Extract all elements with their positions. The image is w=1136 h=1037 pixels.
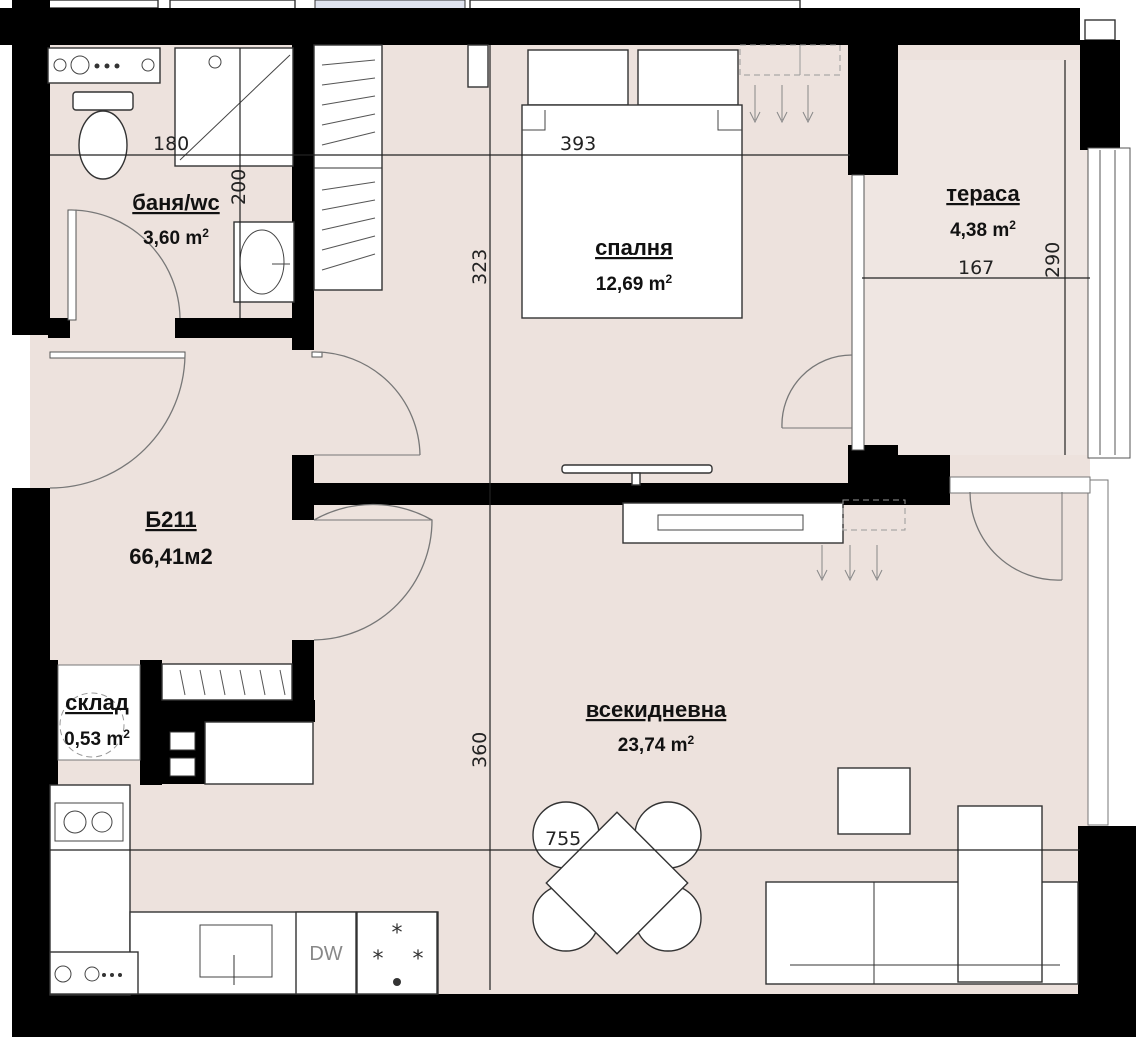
kitchen: DW * * * xyxy=(49,784,439,996)
unit-area: 66,41м2 xyxy=(129,544,213,569)
room-name-living: всекидневна xyxy=(586,697,727,722)
svg-text:*: * xyxy=(392,921,403,946)
dim-bath-depth: 200 xyxy=(228,169,250,205)
bed xyxy=(467,44,841,486)
room-name-storage: склад xyxy=(65,690,129,715)
toilet-cistern xyxy=(72,91,134,111)
dim-terrace-width: 167 xyxy=(958,257,994,279)
dishwasher-label: DW xyxy=(309,943,342,965)
dim-living-width: 755 xyxy=(545,828,581,850)
room-name-bedroom: спалня xyxy=(595,235,673,260)
room-area-storage: 0,53 m2 xyxy=(64,727,130,750)
dim-bedroom-width: 393 xyxy=(560,133,596,155)
room-name-terrace: тераса xyxy=(946,181,1020,206)
toilet-bowl xyxy=(78,110,128,180)
room-area-bedroom: 12,69 m2 xyxy=(596,272,673,295)
dimension-lines xyxy=(50,45,1090,990)
wall-hung-boiler xyxy=(47,47,161,84)
room-name-bath: баня/wc xyxy=(132,190,219,215)
dim-bedroom-depth: 323 xyxy=(469,249,491,285)
dim-bath-width: 180 xyxy=(153,133,189,155)
living-furniture xyxy=(532,499,1079,985)
wardrobe xyxy=(313,44,383,291)
room-area-terrace: 4,38 m2 xyxy=(950,218,1016,241)
svg-text:*: * xyxy=(373,947,384,972)
dim-terrace-depth: 290 xyxy=(1042,242,1064,278)
terrace-frames xyxy=(851,147,1131,826)
tv xyxy=(561,464,713,474)
dishwasher xyxy=(295,911,357,995)
storage-fixtures xyxy=(57,663,314,785)
bathroom-fixtures xyxy=(47,47,295,303)
washbasin xyxy=(233,221,295,303)
unit-code: Б211 xyxy=(145,507,196,532)
doors xyxy=(49,209,1063,641)
dim-living-depth: 360 xyxy=(469,732,491,768)
svg-text:*: * xyxy=(413,947,424,972)
room-area-living: 23,74 m2 xyxy=(618,733,695,756)
room-area-bath: 3,60 m2 xyxy=(143,226,209,249)
